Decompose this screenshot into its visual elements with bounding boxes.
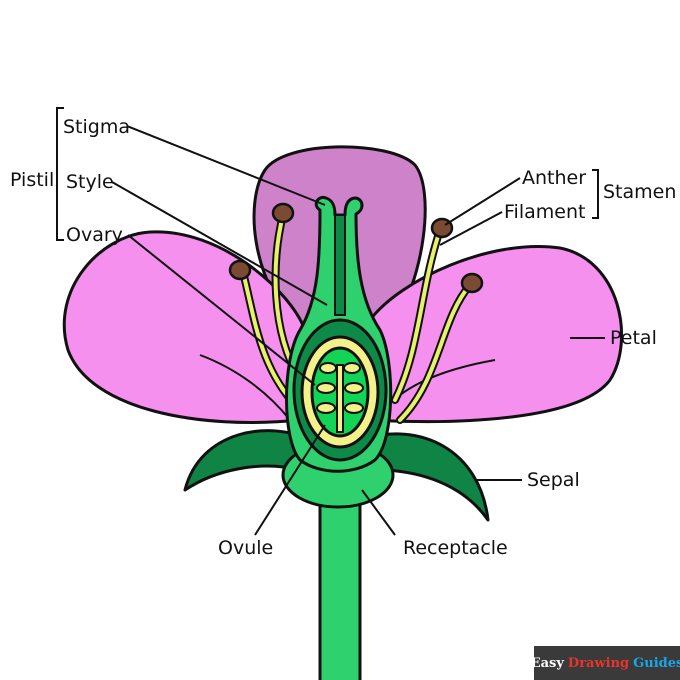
right-sepal bbox=[358, 432, 490, 522]
left-sepal bbox=[183, 429, 312, 492]
label-stamen: Stamen bbox=[603, 181, 676, 203]
label-filament: Filament bbox=[504, 201, 585, 223]
label-stigma: Stigma bbox=[63, 116, 130, 138]
label-pistil: Pistil bbox=[10, 169, 54, 191]
label-sepal: Sepal bbox=[527, 469, 580, 491]
label-ovule: Ovule bbox=[218, 537, 273, 559]
anthers bbox=[228, 202, 484, 294]
ovules bbox=[316, 362, 364, 433]
logo-word-guides: Guides bbox=[633, 655, 680, 671]
stem bbox=[318, 478, 362, 680]
easy-drawing-guides-logo: Easy Drawing Guides bbox=[530, 646, 680, 680]
label-receptacle: Receptacle bbox=[403, 537, 508, 559]
leader-lines bbox=[56, 107, 605, 536]
label-style: Style bbox=[66, 171, 114, 193]
label-ovary: Ovary bbox=[66, 224, 123, 246]
logo-word-easy: Easy bbox=[530, 655, 564, 671]
logo-word-drawing: Drawing bbox=[567, 655, 630, 671]
label-petal: Petal bbox=[610, 327, 657, 349]
label-anther: Anther bbox=[522, 167, 586, 189]
